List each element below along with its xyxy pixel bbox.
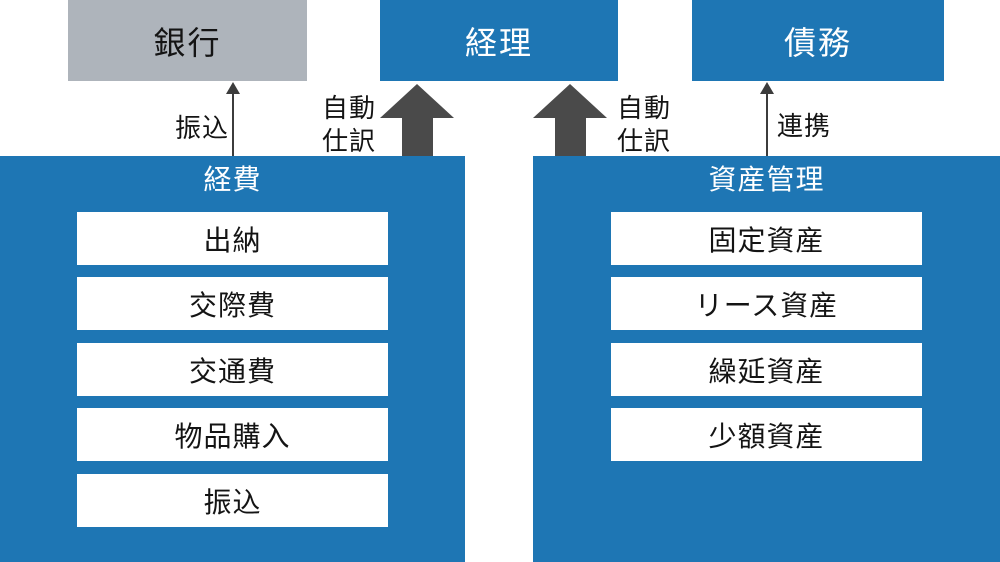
- expenses-panel-title: 経費: [203, 164, 262, 195]
- arrow-shaft: [766, 94, 768, 156]
- assets-panel-title: 資産管理: [708, 164, 825, 195]
- arrow-shaft: [554, 118, 586, 156]
- bank-label: 銀行: [153, 24, 222, 61]
- transfer-arrow: [225, 82, 241, 156]
- arrow-shaft: [401, 118, 433, 156]
- debt-box: 債務: [692, 0, 944, 81]
- expense-item: 交通費: [77, 343, 388, 396]
- link-arrow: [759, 82, 775, 156]
- expense-item: 交際費: [77, 277, 388, 330]
- auto-journal-label-left: 自動 仕訳: [322, 93, 377, 156]
- accounting-box: 経理: [380, 0, 618, 81]
- arrow-head: [760, 82, 774, 94]
- link-arrow-label: 連携: [777, 111, 832, 141]
- arrow-head: [533, 84, 607, 118]
- auto-journal-label-right: 自動 仕訳: [617, 93, 672, 156]
- expense-item: 出納: [77, 212, 388, 265]
- asset-item: 固定資産: [611, 212, 922, 265]
- auto-journal-arrow-left: [380, 84, 454, 156]
- arrow-head: [380, 84, 454, 118]
- bank-box: 銀行: [68, 0, 307, 81]
- arrow-head: [226, 82, 240, 94]
- assets-panel: 資産管理 固定資産 リース資産 繰延資産 少額資産: [533, 156, 1000, 562]
- asset-item: 繰延資産: [611, 343, 922, 396]
- debt-label: 債務: [783, 24, 852, 61]
- expenses-panel: 経費 出納 交際費 交通費 物品購入 振込: [0, 156, 465, 562]
- transfer-arrow-label: 振込: [175, 113, 230, 143]
- expense-item: 振込: [77, 474, 388, 527]
- asset-item: リース資産: [611, 277, 922, 330]
- expense-item: 物品購入: [77, 408, 388, 461]
- accounting-label: 経理: [464, 24, 533, 61]
- asset-item: 少額資産: [611, 408, 922, 461]
- auto-journal-arrow-right: [533, 84, 607, 156]
- arrow-shaft: [232, 94, 234, 156]
